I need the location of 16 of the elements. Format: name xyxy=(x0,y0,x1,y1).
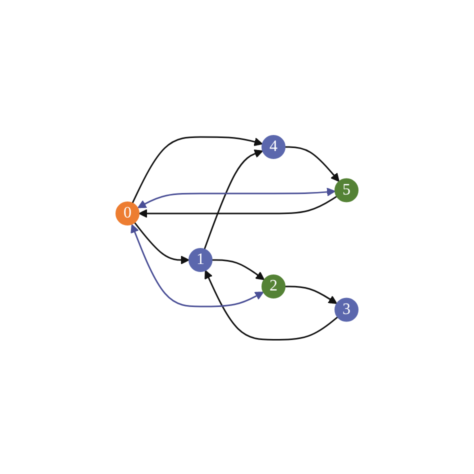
arrow xyxy=(134,222,190,264)
node-circle: 5 xyxy=(334,178,358,202)
arrow xyxy=(138,187,336,208)
node-circle: 3 xyxy=(334,297,358,322)
arrow xyxy=(130,224,264,307)
arrow xyxy=(204,149,264,250)
node-circle: 2 xyxy=(262,274,286,298)
node-circle: 4 xyxy=(262,134,286,159)
arrow xyxy=(204,270,338,340)
arrow xyxy=(285,146,340,182)
node-circle: 1 xyxy=(188,248,212,272)
node-circle: 0 xyxy=(116,201,140,226)
arrow xyxy=(285,285,338,304)
arrow xyxy=(132,136,263,204)
arrow xyxy=(212,258,265,280)
arrow xyxy=(138,195,338,218)
